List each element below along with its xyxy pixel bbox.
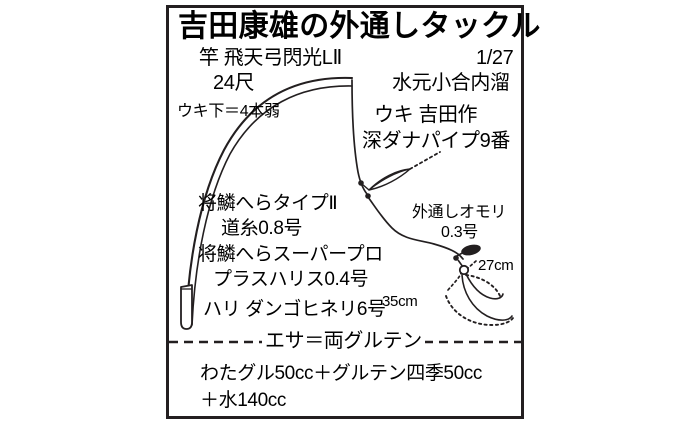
lower-hook-length-label: 35cm: [382, 293, 418, 310]
float-maker-label: ウキ 吉田作: [374, 104, 478, 126]
date-label: 1/27: [476, 47, 514, 69]
hooklink-size-label: プラスハリス0.4号: [213, 269, 369, 290]
place-label: 水元小合内溜: [392, 72, 510, 94]
mainline-brand-label: 将鱗へらタイプⅡ: [198, 193, 338, 214]
page-title: 吉田康雄の外通しタックル: [178, 10, 541, 43]
bait-recipe-line-1: わたグル50cc＋グルテン四季50cc: [200, 363, 483, 384]
upper-hook-length-label: 27cm: [478, 257, 514, 274]
bait-heading-label: エサ＝両グルテン: [262, 331, 425, 351]
bait-recipe-line-2: ＋水140cc: [200, 390, 287, 411]
rod-label: 竿 飛天弓閃光LⅡ: [199, 47, 342, 69]
sinker-size-label: 0.3号: [441, 224, 478, 241]
sinker-name-label: 外通しオモリ: [412, 204, 507, 221]
mainline-size-label: 道糸0.8号: [221, 218, 303, 239]
hooklink-brand-label: 将鱗へらスーパープロ: [198, 244, 383, 265]
rod-length-label: 24尺: [213, 72, 255, 94]
hook-label: ハリ ダンゴヒネリ6号: [203, 299, 386, 320]
float-model-label: 深ダナパイプ9番: [362, 130, 510, 152]
depth-note-label: ウキ下＝4本弱: [177, 103, 280, 120]
